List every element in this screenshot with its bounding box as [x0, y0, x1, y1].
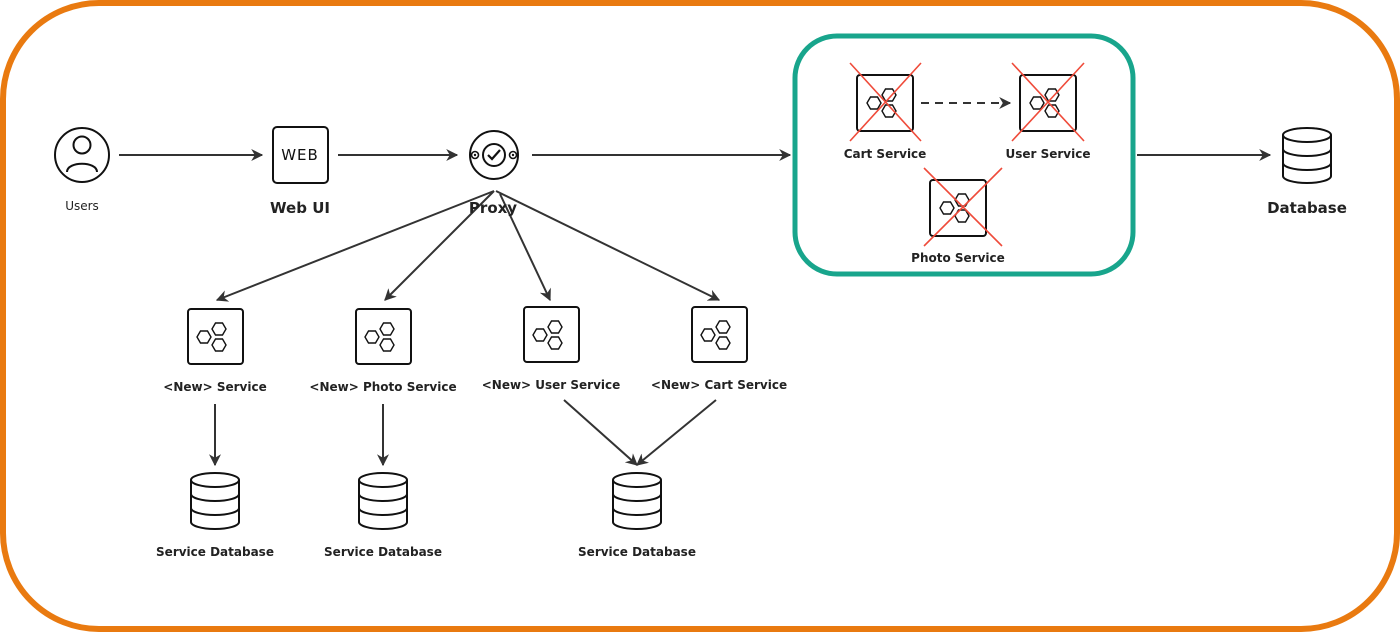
- service-database-2-label: Service Database: [324, 545, 442, 559]
- edge-proxy-new-cart: [495, 190, 721, 301]
- legacy-photo-label: Photo Service: [911, 251, 1005, 265]
- new-user-label: <New> User Service: [482, 378, 621, 392]
- edge-proxy-new-user: [499, 193, 551, 302]
- legacy-cart-service-node: Cart Service: [844, 62, 927, 161]
- web-icon-text: WEB: [281, 146, 319, 164]
- legacy-photo-service-node: Photo Service: [911, 167, 1005, 265]
- edges: [119, 97, 1272, 467]
- new-photo-service-node: <New> Photo Service: [309, 308, 457, 394]
- proxy-label: Proxy: [469, 199, 517, 217]
- service-database-3-label: Service Database: [578, 545, 696, 559]
- deprecated-cross-icon: [849, 62, 922, 142]
- legacy-user-label: User Service: [1005, 147, 1090, 161]
- new-user-service-node: <New> User Service: [482, 306, 621, 392]
- database-label: Database: [1267, 199, 1347, 217]
- database-icon: [612, 472, 662, 530]
- service-database-1-node: Service Database: [156, 472, 274, 559]
- proxy-node: Proxy: [469, 130, 519, 217]
- service-database-3-node: Service Database: [578, 472, 696, 559]
- deprecated-cross-icon: [1011, 62, 1085, 142]
- service-icon: [355, 308, 412, 365]
- database-icon: [1282, 127, 1332, 184]
- service-icon: [691, 306, 748, 363]
- service-icon: [187, 308, 244, 365]
- edge-proxy-new-photo: [384, 190, 495, 301]
- service-icon: [523, 306, 580, 363]
- new-cart-label: <New> Cart Service: [651, 378, 787, 392]
- legacy-user-service-node: User Service: [1005, 62, 1091, 161]
- user-icon: [54, 127, 110, 183]
- legacy-cart-label: Cart Service: [844, 147, 927, 161]
- edge-new-user-db: [563, 399, 638, 466]
- edge-proxy-new-service: [215, 190, 495, 302]
- legacy-services-group: [792, 33, 1136, 277]
- new-service-node: <New> Service: [163, 308, 267, 394]
- database-node: Database: [1267, 127, 1347, 217]
- new-cart-service-node: <New> Cart Service: [651, 306, 787, 392]
- users-node: Users: [54, 127, 110, 213]
- web-icon: WEB: [272, 126, 329, 184]
- new-photo-label: <New> Photo Service: [309, 380, 456, 394]
- proxy-icon: [469, 130, 519, 180]
- new-service-label: <New> Service: [163, 380, 266, 394]
- web-ui-node: WEB Web UI: [270, 126, 330, 217]
- database-icon: [358, 472, 408, 530]
- service-database-2-node: Service Database: [324, 472, 442, 559]
- web-ui-label: Web UI: [270, 199, 330, 217]
- database-icon: [190, 472, 240, 530]
- deprecated-cross-icon: [923, 167, 1003, 247]
- service-database-1-label: Service Database: [156, 545, 274, 559]
- edge-new-cart-db: [636, 399, 717, 466]
- service-icon: [929, 179, 987, 237]
- users-label: Users: [65, 199, 99, 213]
